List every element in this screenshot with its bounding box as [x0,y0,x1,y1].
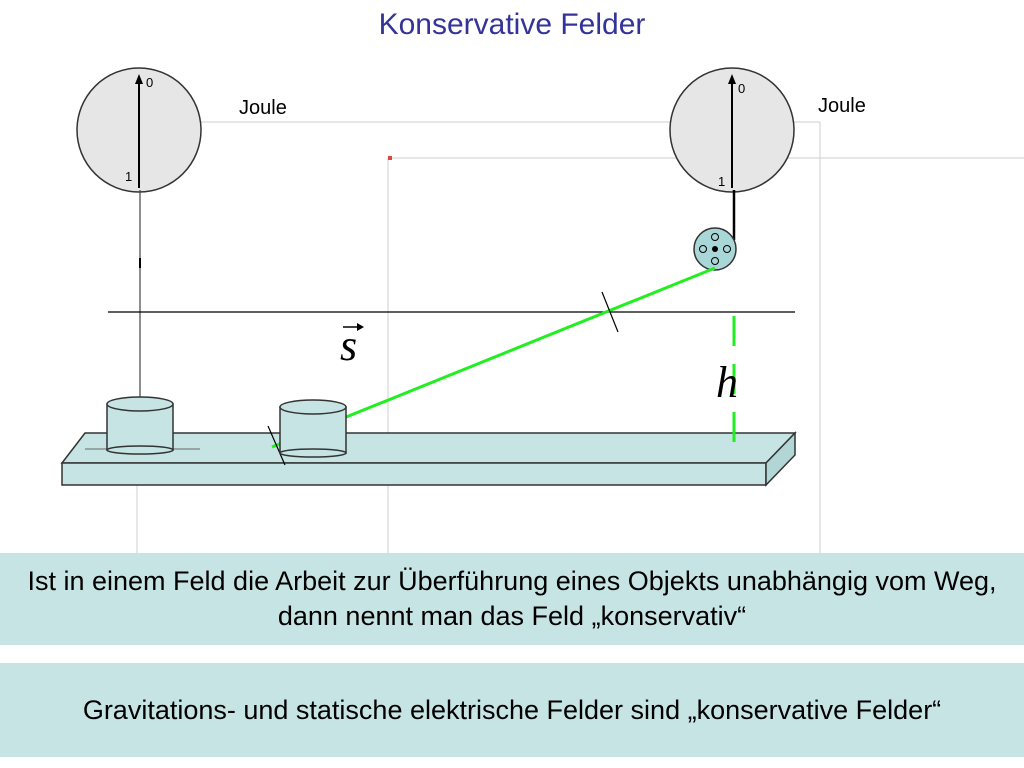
sliding-weight-block [279,399,347,458]
left-needle-arrow-icon [135,74,143,84]
left-meter-unit: Joule [239,97,287,119]
vector-s-label: s [340,321,364,370]
vector-s-symbol: s [340,321,357,370]
slide-title: Konservative Felder [378,8,646,41]
left-dial-label-one: 1 [125,169,132,184]
left-dial-label-zero: 0 [146,75,153,90]
ramp-tick-upper [601,291,619,333]
right-dial-label-zero: 0 [738,81,745,96]
right-energy-meter: 0 1 [669,67,795,193]
statement-text-second: Gravitations- und statische elektrische … [82,694,942,725]
pulley-icon [693,227,737,271]
right-needle-arrow-icon [728,74,736,84]
left-energy-meter: 0 1 [76,67,202,193]
ramp-tick-lower [267,425,286,466]
statement-box-examples: Gravitations- und statische elektrische … [0,663,1024,757]
height-h-symbol: h [716,358,738,407]
left-weight-block [106,396,174,455]
right-dial-label-one: 1 [718,174,725,189]
base-plate [60,431,797,487]
background-frames [136,121,1024,555]
marker-dot [388,156,392,160]
right-meter-unit: Joule [818,95,866,117]
statement-text-first: Ist in einem Feld die Arbeit zur Überfüh… [27,566,997,631]
statement-box-conservative-definition: Ist in einem Feld die Arbeit zur Überfüh… [0,553,1024,645]
